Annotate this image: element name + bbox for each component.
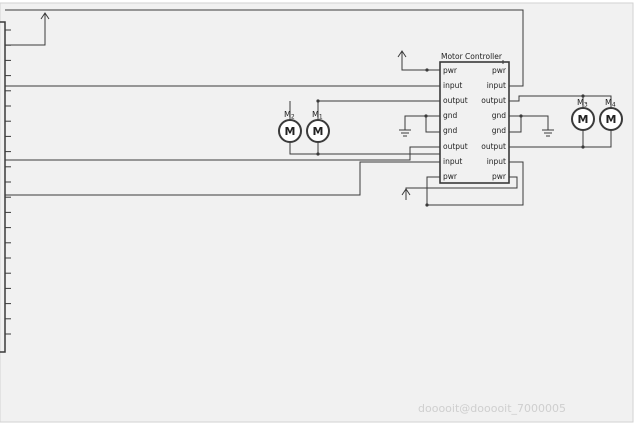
controller-pin-label-right: input: [487, 81, 506, 90]
junction: [519, 114, 523, 118]
motor-controller: Motor Controller pwr input output gnd gnd out…: [439, 52, 510, 184]
controller-pin-label-right: gnd: [492, 126, 507, 135]
motor-m2: M M2: [278, 110, 302, 143]
wire-m4-bottom: [583, 131, 612, 148]
junction: [581, 94, 585, 98]
wire-arrow-head: [40, 12, 50, 20]
controller-left-pins: pwr input output gnd gnd output input pwr: [443, 66, 468, 181]
controller-pin-label-left: gnd: [443, 126, 458, 135]
junction: [581, 145, 585, 149]
motor-symbol: M: [285, 125, 296, 138]
wire-top-loop: [5, 9, 524, 87]
controller-pin-label-right: output: [481, 96, 506, 105]
controller-pin-label-left: pwr: [443, 66, 458, 75]
wire-bottom-loop: [426, 161, 524, 206]
wire-pwr-left-head: [397, 50, 407, 58]
controller-pin-label-right: pwr: [492, 172, 507, 181]
motor-symbol: M: [606, 113, 617, 126]
motor-symbol: M: [578, 113, 589, 126]
motor-symbol: M: [313, 125, 324, 138]
wire-gnd-left-2: [425, 116, 440, 133]
motor-m4: M M4: [599, 98, 623, 131]
wire-gnd-left: [404, 115, 440, 130]
motor-body: [278, 119, 302, 143]
controller-pin-label-left: gnd: [443, 111, 458, 120]
controller-pin-label-right: pwr: [492, 66, 507, 75]
motor-body: [571, 107, 595, 131]
junction: [316, 99, 320, 103]
watermark: dooooit@dooooit_7000005: [418, 402, 567, 415]
motor-m1: M M1: [306, 110, 330, 143]
wire-motors-left-bottom: [289, 143, 319, 155]
motor-m3: M M3: [571, 98, 595, 131]
pin-ticks: [5, 29, 11, 335]
motor-label: M4: [605, 98, 616, 109]
junction: [425, 203, 429, 207]
wire-output-motors-right: [509, 95, 612, 108]
motor-label: M2: [284, 110, 295, 121]
controller-pin-label-left: output: [443, 96, 468, 105]
wire-bottom-arrow-head: [401, 188, 411, 196]
controller-right-pins: pwr input output gnd gnd output input pwr: [481, 66, 507, 181]
ground-symbol-right: [542, 129, 554, 137]
wire-bottom-right-pwr: [405, 176, 518, 200]
motor-label: M1: [312, 110, 323, 121]
motor-controller-title: Motor Controller: [441, 52, 503, 61]
junction: [425, 68, 429, 72]
junction: [424, 114, 428, 118]
pin-header: [0, 21, 11, 353]
wire-up-arrow: [5, 14, 46, 46]
junctions: [316, 68, 585, 207]
controller-pin-label-left: input: [443, 81, 462, 90]
wire-gnd-right-2: [509, 116, 522, 133]
motor-body: [306, 119, 330, 143]
wires: [5, 9, 612, 206]
controller-pin-label-right: output: [481, 142, 506, 151]
controller-pin-label-left: output: [443, 142, 468, 151]
motor-controller-body: [439, 61, 510, 184]
controller-pin-label-left: input: [443, 157, 462, 166]
controller-pin-label-right: gnd: [492, 111, 507, 120]
controller-pin-label-right: input: [487, 157, 506, 166]
motor-body: [599, 107, 623, 131]
controller-pin-label-left: pwr: [443, 172, 458, 181]
motor-label: M3: [577, 98, 588, 109]
ground-symbol-left: [399, 129, 411, 137]
pin-header-body: [0, 21, 6, 353]
wire-header-input-low: [5, 161, 440, 196]
junction: [316, 152, 320, 156]
